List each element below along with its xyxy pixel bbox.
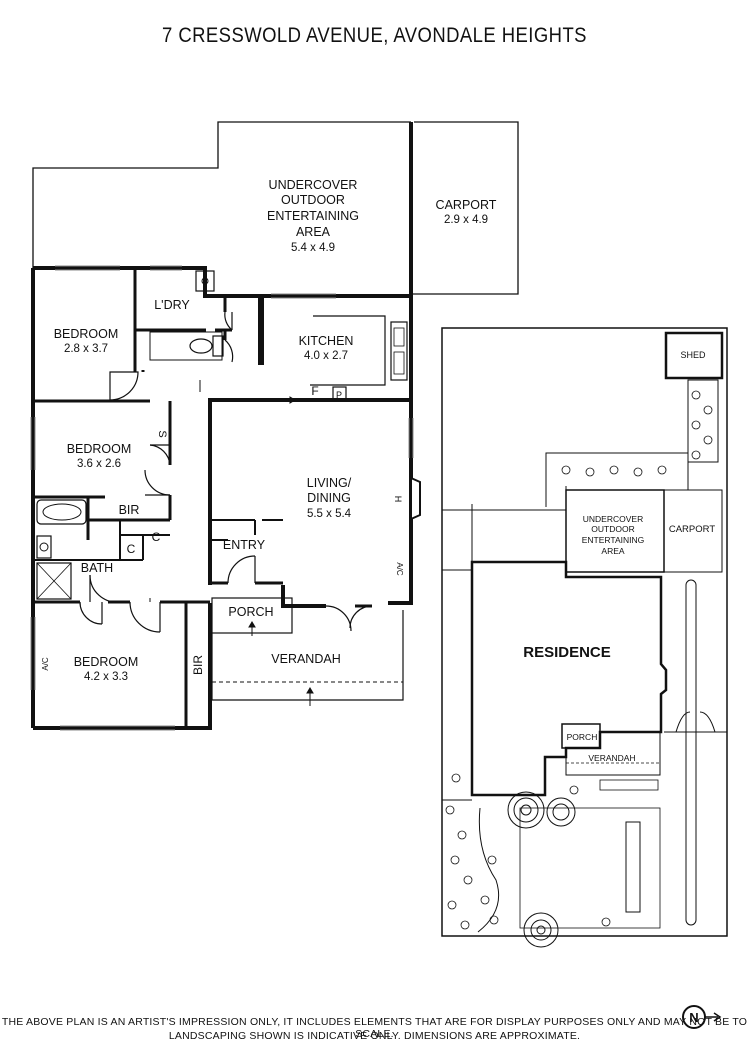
tree-large-1 [507,791,545,829]
carport-outline [412,121,519,295]
bedroom1-size: 2.8 x 3.7 [64,343,108,355]
bir2-label: BIR [191,655,205,675]
bathtub [36,499,87,525]
fridge-mark: F [311,384,318,398]
site-carport-label: CARPORT [669,524,715,535]
site-porch-label: PORCH [567,732,598,742]
site-outdoor-label-3: ENTERTAINING [582,535,645,545]
house-outer-wall [264,294,413,605]
site-plan-labels: SHED UNDERCOVER OUTDOOR ENTERTAINING ARE… [523,350,715,763]
site-plants [445,390,713,948]
bedroom2-label: BEDROOM [67,442,132,456]
pantry-box [332,386,347,401]
compass-letter: N [689,1010,698,1025]
outdoor-area-outline [32,121,411,268]
ac-mark-living: A/C [395,562,404,576]
laundry-trough [195,270,215,292]
bir1-label: BIR [119,503,140,517]
outdoor-area-size: 5.4 x 4.9 [291,242,335,254]
disclaimer-line-2: LANDSCAPING SHOWN IS INDICATIVE ONLY. DI… [168,1030,581,1042]
heater [410,476,421,521]
ac-mark-bedroom: A/C [41,657,50,671]
kitchen-sink [390,321,408,381]
carport-size: 2.9 x 4.9 [444,214,488,226]
vanity [36,535,52,559]
porch-label: PORCH [228,605,273,619]
living-size: 5.5 x 5.4 [307,508,352,520]
outdoor-area-label-2: OUTDOOR [281,193,345,207]
bedroom3-label: BEDROOM [74,655,139,669]
entry-label: ENTRY [223,538,266,552]
floor-plan [30,121,519,731]
living-label-1: LIVING/ [307,476,352,490]
site-carport [663,489,723,573]
shower [36,562,72,600]
site-verandah-label: VERANDAH [588,753,635,763]
site-outdoor-label-4: AREA [601,546,624,556]
carport-label: CARPORT [436,198,497,212]
site-plan [441,327,728,937]
north-compass: N [682,1005,722,1029]
heater-mark: H [393,496,403,503]
bedroom3-size: 4.2 x 3.3 [84,671,128,683]
outdoor-area-label-3: ENTERTAINING [267,209,359,223]
disclaimer-line-1: THE ABOVE PLAN IS AN ARTIST'S IMPRESSION… [1,1016,748,1040]
cupboard-mark-1: C [127,542,136,556]
kitchen-bench [310,315,386,386]
tree-large-2 [546,797,576,827]
site-outdoor-area [565,489,665,573]
kitchen-label: KITCHEN [299,334,354,348]
outdoor-area-label-1: UNDERCOVER [269,178,358,192]
laundry-label: L'DRY [154,298,190,312]
shed-box [664,331,724,380]
storage-mark: S [156,430,168,437]
residence-label: RESIDENCE [523,644,611,661]
pantry-mark: P [336,390,342,400]
house-outer-wall-west [33,266,264,298]
bath-label: BATH [81,561,113,575]
cupboard-mark-2: C [152,530,161,544]
bedroom2-size: 3.6 x 2.6 [77,458,121,470]
site-outdoor-label-1: UNDERCOVER [583,514,643,524]
site-boundary [441,327,728,937]
bedroom1-label: BEDROOM [54,327,119,341]
plan-title: 7 CRESSWOLD AVENUE, AVONDALE HEIGHTS [162,24,587,47]
verandah-outline [211,610,404,701]
site-shed-label: SHED [680,350,706,360]
site-outdoor-label-2: OUTDOOR [591,524,634,534]
outdoor-area-label-4: AREA [296,225,331,239]
floor-plan-labels: UNDERCOVER OUTDOOR ENTERTAINING AREA 5.4… [41,178,497,683]
verandah-label: VERANDAH [271,652,340,666]
residence-outline [470,560,668,797]
living-label-2: DINING [307,491,351,505]
kitchen-size: 4.0 x 2.7 [304,350,348,362]
tree-large-3 [523,912,559,948]
